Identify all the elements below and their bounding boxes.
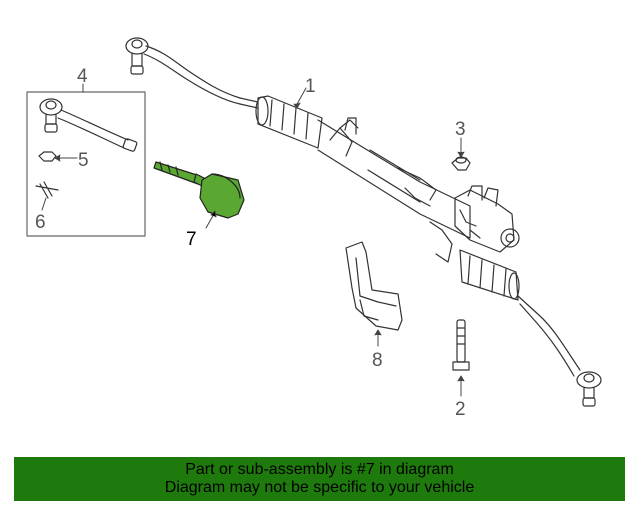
bolt-part-2 [452, 319, 470, 371]
right-tie-rod-end [517, 295, 602, 407]
steering-rack-assembly [255, 95, 520, 301]
callout-7: 7 [186, 229, 197, 250]
nut-part-3 [451, 156, 471, 171]
callout-5: 5 [78, 150, 89, 171]
inset-box-part-4 [26, 91, 146, 237]
banner-line-1: Part or sub-assembly is #7 in diagram [185, 461, 454, 478]
leader-lines [41, 83, 465, 397]
callout-3: 3 [455, 119, 466, 140]
left-tie-rod-end [125, 37, 259, 109]
part-info-banner: Part or sub-assembly is #7 in diagram Di… [14, 457, 625, 501]
highlighted-part-7 [153, 161, 245, 219]
callout-8: 8 [372, 350, 383, 371]
callout-2: 2 [455, 399, 466, 420]
callout-6: 6 [35, 212, 46, 233]
steering-rack-diagram: 1 3 4 5 6 7 8 2 [26, 37, 602, 420]
callout-4: 4 [77, 66, 88, 87]
callout-1: 1 [305, 76, 316, 97]
banner-line-2: Diagram may not be specific to your vehi… [164, 479, 475, 496]
bracket-part-8 [345, 241, 403, 331]
